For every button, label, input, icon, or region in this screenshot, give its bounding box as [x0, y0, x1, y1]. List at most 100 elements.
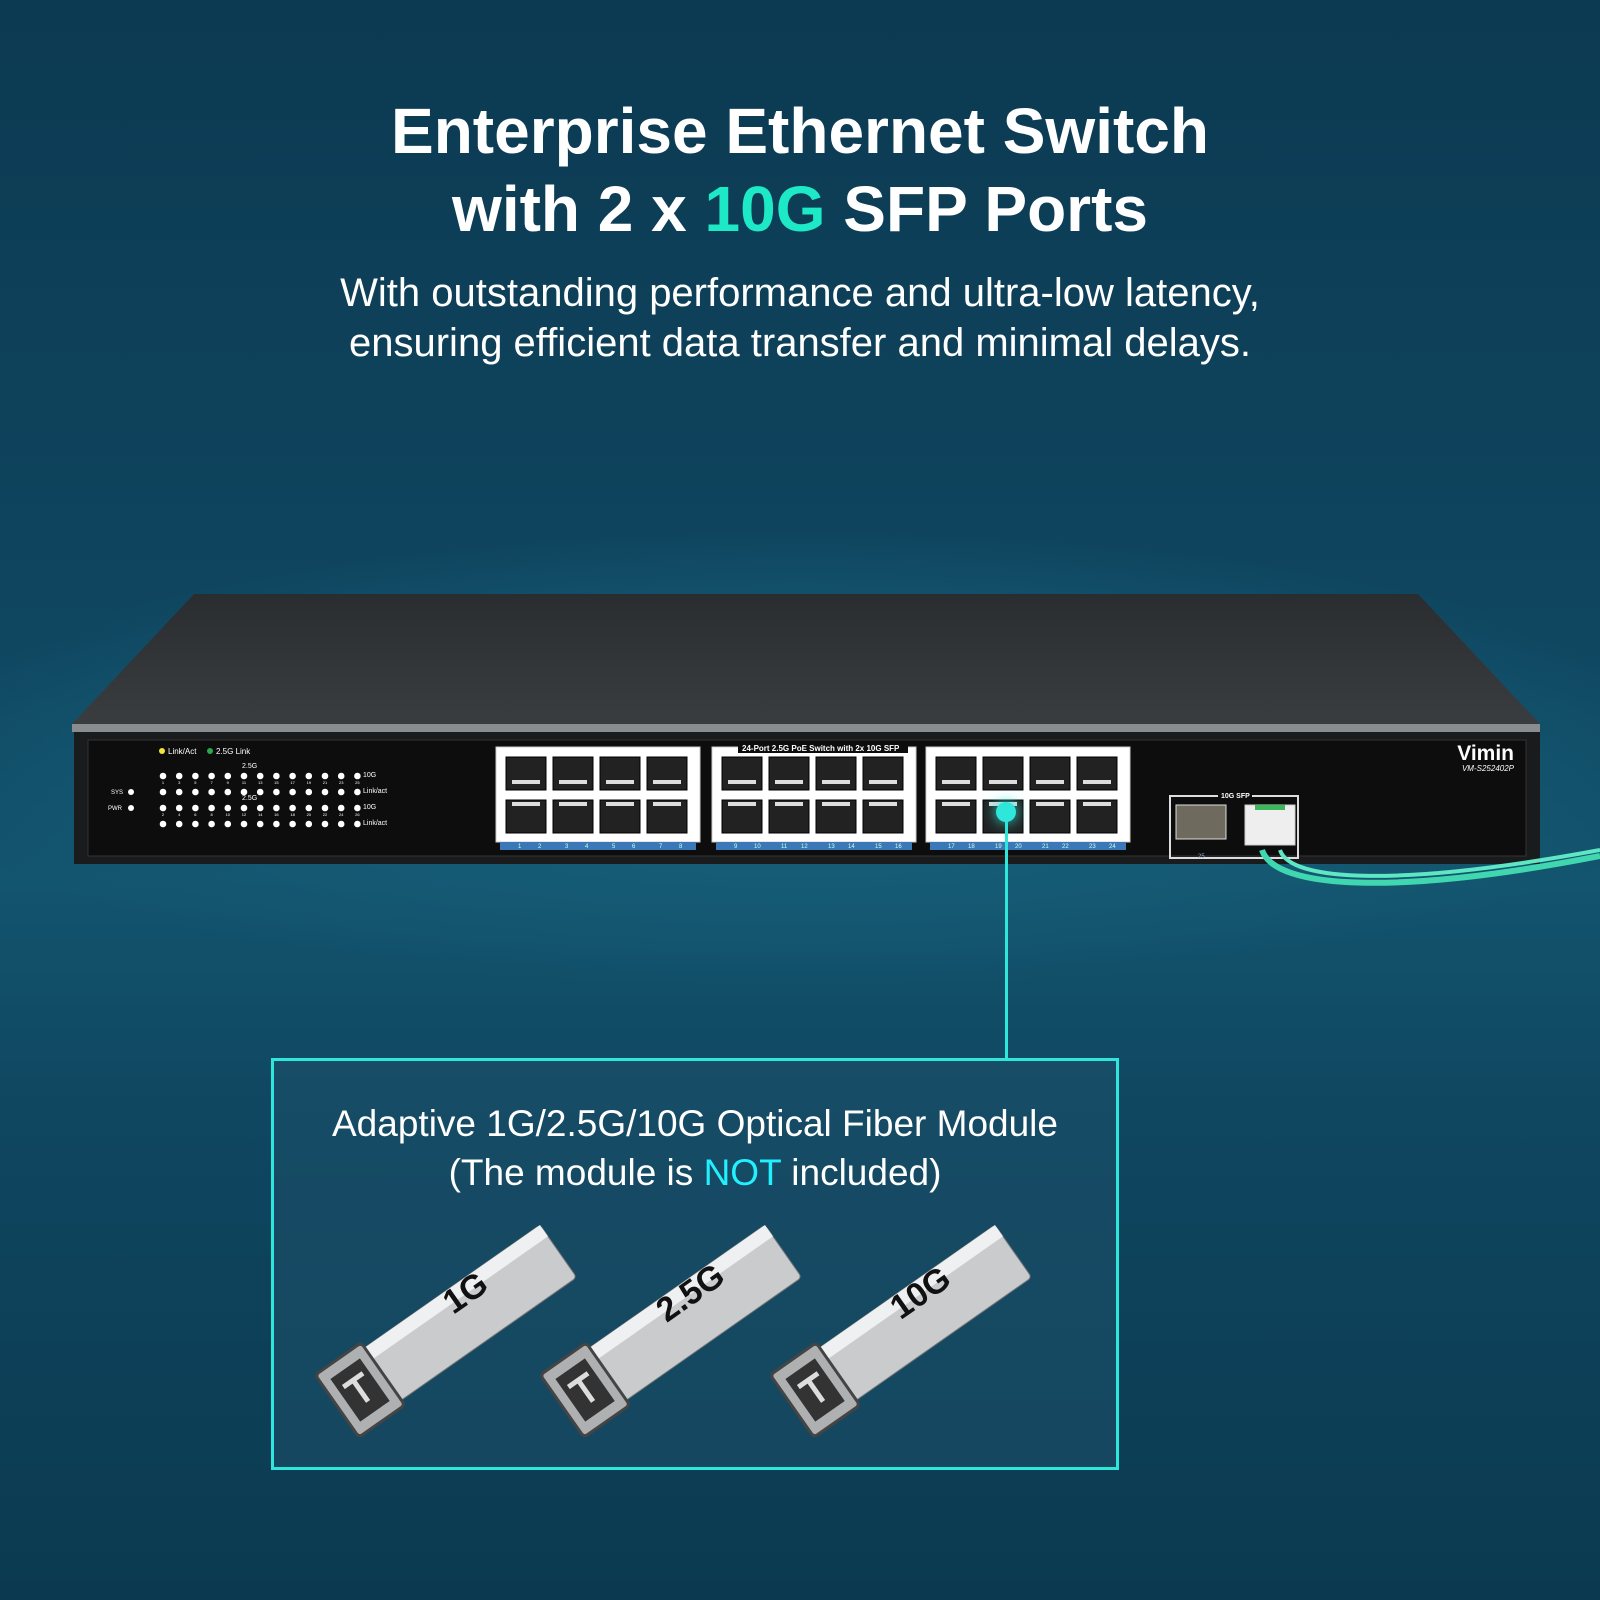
port-led: [337, 788, 345, 796]
port-pins: [653, 780, 681, 784]
rj45-port-5[interactable]: [599, 756, 641, 791]
row-label-10g-2: 10G: [363, 804, 376, 811]
rj45-port-17[interactable]: [935, 756, 977, 791]
brand-logo: Vimin: [1457, 742, 1514, 765]
rj45-port-9[interactable]: [721, 756, 763, 791]
port-pins: [606, 802, 634, 806]
callout-suffix: included): [781, 1152, 942, 1193]
port-pins: [869, 780, 897, 784]
callout-prefix: (The module is: [448, 1152, 704, 1193]
port-led: [224, 820, 232, 828]
port-led: [159, 804, 167, 812]
port-led: [240, 772, 248, 780]
port-number-strip: [500, 842, 696, 850]
led-number: 9: [227, 780, 230, 785]
group-label-bottom: 2.5G: [242, 795, 257, 802]
port-led: [256, 820, 264, 828]
sfp-module-latch: [1255, 805, 1285, 810]
port-number: 16: [895, 844, 902, 850]
group-label-top: 2.5G: [242, 763, 257, 770]
port-number: 9: [734, 844, 738, 850]
port-pins: [1036, 780, 1064, 784]
port-led: [224, 772, 232, 780]
rj45-port-15[interactable]: [862, 756, 904, 791]
port-led: [224, 788, 232, 796]
headline-line2: with 2 x 10G SFP Ports: [0, 170, 1600, 248]
led-number: 19: [307, 780, 312, 785]
led-number: 11: [242, 780, 247, 785]
fiber-cable: [1259, 848, 1600, 886]
rj45-port-13[interactable]: [815, 756, 857, 791]
led-number: 24: [339, 812, 344, 817]
port-led: [337, 820, 345, 828]
port-led: [256, 772, 264, 780]
callout-box: Adaptive 1G/2.5G/10G Optical Fiber Modul…: [271, 1058, 1119, 1470]
port-number: 24: [1109, 844, 1116, 850]
port-led: [305, 820, 313, 828]
led-number: 7: [210, 780, 213, 785]
port-number: 2: [538, 844, 542, 850]
led-number: 10: [226, 812, 231, 817]
port-led: [354, 788, 361, 796]
port-number: 13: [828, 844, 835, 850]
model-number: VM-S252402P: [1462, 764, 1515, 773]
port-pins: [728, 802, 756, 806]
rj45-port-3[interactable]: [552, 756, 594, 791]
port-number: 17: [948, 844, 955, 850]
sfp-port-26[interactable]: [1244, 804, 1296, 846]
port-number: 11: [781, 844, 788, 850]
rj45-port-21[interactable]: [1029, 756, 1071, 791]
port-led: [192, 820, 199, 828]
led-number: 5: [194, 780, 197, 785]
port-led: [159, 820, 167, 828]
headline-accent: 10G: [704, 173, 826, 245]
port-led: [224, 804, 232, 812]
sfp-port-25[interactable]: [1175, 804, 1227, 840]
sfp-label-bg: [1218, 790, 1252, 800]
switch-top: [72, 594, 1540, 724]
pwr-led: [128, 805, 134, 811]
port-led: [240, 788, 248, 796]
port-number-strip: [930, 842, 1126, 850]
port-led: [273, 804, 280, 812]
led-number: 13: [258, 780, 263, 785]
subtitle: With outstanding performance and ultra-l…: [0, 268, 1600, 368]
port-led: [321, 772, 329, 780]
rj45-port-1[interactable]: [505, 756, 547, 791]
rj45-port-19[interactable]: [982, 756, 1024, 791]
port-led: [240, 820, 248, 828]
rj45-port-23[interactable]: [1076, 756, 1118, 791]
port-pins: [942, 802, 970, 806]
rj45-port-11[interactable]: [768, 756, 810, 791]
port-pins: [512, 802, 540, 806]
led-number: 15: [274, 780, 279, 785]
port-pins: [869, 802, 897, 806]
port-led: [321, 820, 329, 828]
led-number: 17: [290, 780, 295, 785]
rj45-port-7[interactable]: [646, 756, 688, 791]
led-number: 22: [323, 812, 328, 817]
port-pins: [942, 780, 970, 784]
port-led: [354, 820, 361, 828]
led-number: 21: [323, 780, 328, 785]
port-led: [273, 772, 280, 780]
legend-25g: 2.5G Link: [216, 747, 251, 756]
port-number: 23: [1089, 844, 1096, 850]
port-led: [175, 772, 183, 780]
led-number: 23: [339, 780, 344, 785]
port-led: [175, 804, 183, 812]
port-led: [289, 772, 296, 780]
led-number: 12: [242, 812, 247, 817]
port-led: [208, 788, 215, 796]
sys-label: SYS: [111, 790, 123, 796]
legend-link-act: Link/Act: [168, 747, 197, 756]
network-switch-image: Link/Act 2.5G Link 2.5G 2.5G SYS PWR 10G…: [72, 594, 1600, 886]
port-number-strip: [716, 842, 912, 850]
led-number: 4: [178, 812, 181, 817]
subtitle-line2: ensuring efficient data transfer and min…: [349, 321, 1251, 365]
port-led: [305, 772, 313, 780]
led-number: 14: [258, 812, 263, 817]
led-number: 8: [210, 812, 213, 817]
port-pins: [728, 780, 756, 784]
port-led: [175, 820, 183, 828]
